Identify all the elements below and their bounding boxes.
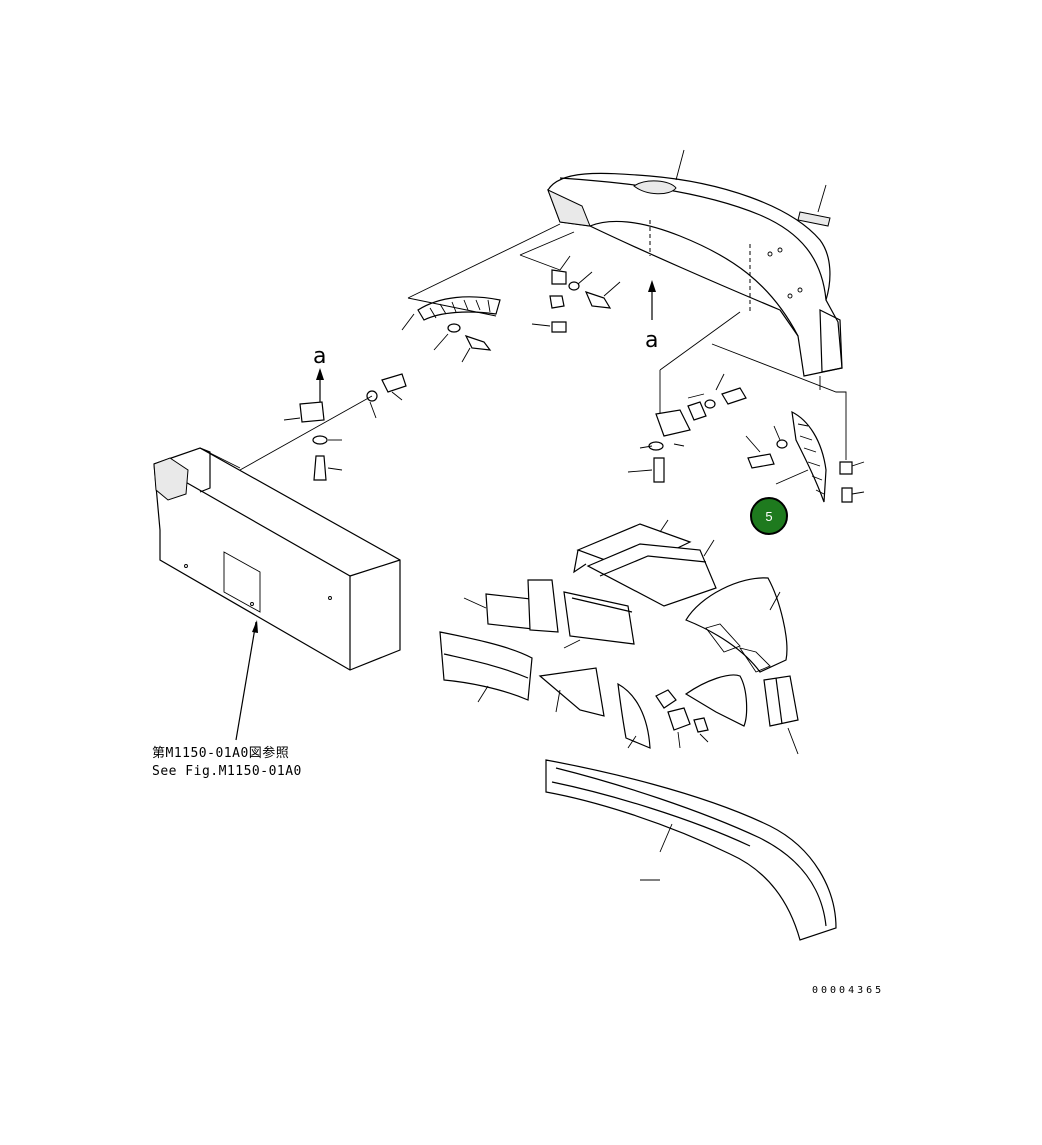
- arrow-label-center: a: [645, 328, 659, 353]
- center-arrow: [648, 280, 656, 320]
- reference-note-japanese: 第M1150-01A0図参照: [152, 746, 290, 761]
- reference-note-english: See Fig.M1150-01A0: [152, 764, 302, 779]
- left-bracket: [239, 373, 407, 481]
- arrow-label-left: a: [313, 344, 327, 369]
- seal-pieces: [439, 519, 799, 755]
- left-box-cover: [153, 447, 401, 671]
- right-rib: [775, 410, 827, 503]
- drawing-number: 00004365: [812, 985, 885, 996]
- left-fasteners: [433, 323, 492, 363]
- right-bracket: [627, 373, 747, 483]
- lower-long-seal: [545, 759, 837, 941]
- right-bolts: [745, 425, 865, 503]
- callout-badge-label: 5: [765, 508, 773, 524]
- small-plate-part: [797, 184, 831, 227]
- callout-badge[interactable]: 5: [750, 497, 788, 535]
- top-cover-assembly: [547, 172, 843, 377]
- reference-leader: [235, 620, 258, 741]
- upper-center-fasteners: [531, 255, 621, 333]
